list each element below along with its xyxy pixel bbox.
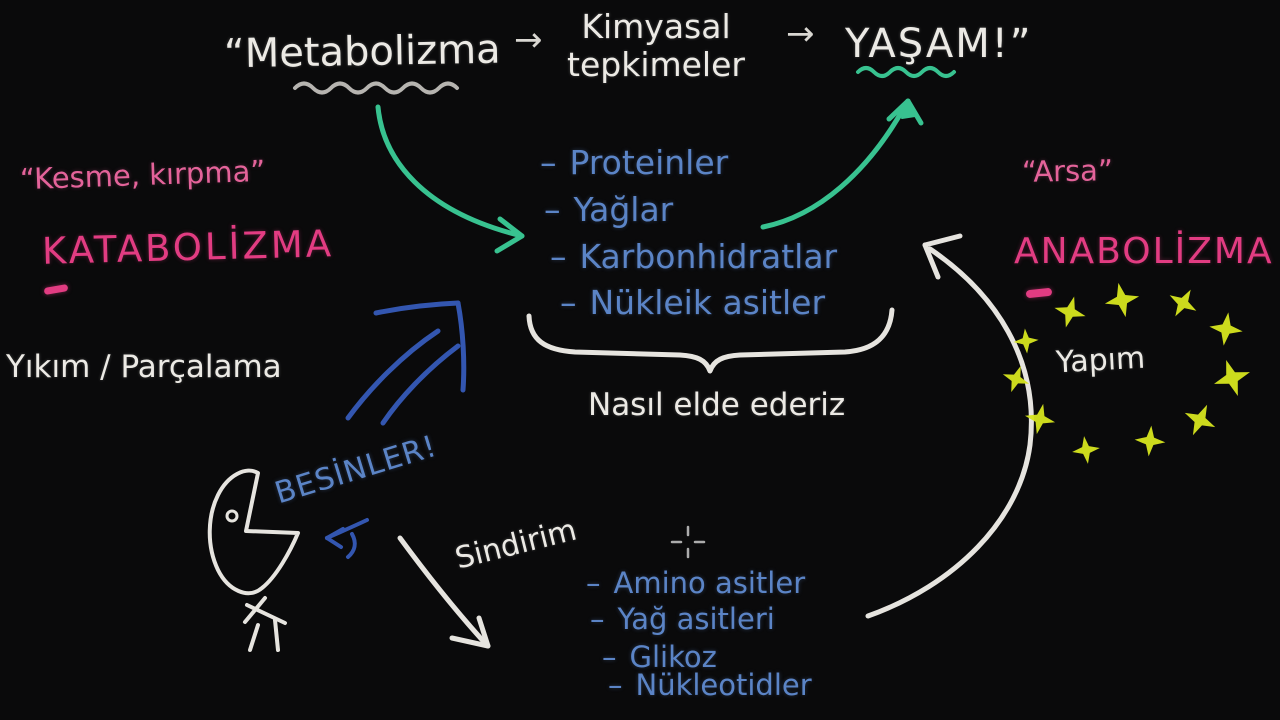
macromolecule-label: Yağlar — [573, 190, 674, 229]
list-dash: – — [608, 668, 623, 702]
green-arrow-metabolizma-to-list — [375, 104, 525, 254]
star-icon — [1101, 279, 1143, 321]
chemical-line1: Kimyasal — [581, 7, 731, 46]
metabolizma-underline — [293, 81, 459, 95]
star-icon — [1208, 354, 1256, 402]
catabolism-quote: “Kesme, kırpma” — [19, 153, 266, 197]
monomer-label: Nükleotidler — [635, 668, 812, 702]
list-dash: – — [550, 237, 567, 276]
yasam-underline — [856, 66, 956, 78]
list-dash: – — [560, 283, 577, 322]
white-curved-arrow-monomers-to-list — [865, 233, 1034, 619]
catabolism-underline-mark — [43, 283, 69, 296]
list-dash: – — [544, 190, 561, 229]
star-icon — [1021, 400, 1059, 438]
anabolism-title: ANABOLİZMA — [1014, 231, 1274, 272]
list-dash: – — [590, 602, 605, 636]
macromolecule-item: – Proteinler — [540, 143, 728, 182]
arrow-right-icon: → — [786, 14, 815, 54]
star-icon — [1161, 281, 1205, 325]
star-icon — [1070, 434, 1102, 466]
crosshair-cursor — [670, 525, 706, 559]
anabolism-quote: “Arsa” — [1021, 153, 1114, 189]
macromolecule-label: Nükleik asitler — [589, 283, 826, 322]
blue-arrow-up-right — [345, 300, 467, 426]
how-we-obtain-caption: Nasıl elde ederiz — [588, 387, 846, 423]
blue-arrow-to-mouth — [325, 518, 369, 559]
catabolism-subtitle: Yıkım / Parçalama — [6, 349, 282, 385]
green-arrow-list-to-yasam — [760, 98, 924, 230]
monomer-item: – Yağ asitleri — [590, 602, 775, 636]
star-icon — [1050, 292, 1090, 332]
star-icon — [1207, 310, 1245, 348]
food-label: BESİNLER! — [270, 428, 442, 512]
yasam-title: YAŞAM!” — [845, 21, 1033, 67]
macromolecule-item: – Karbonhidratlar — [550, 237, 837, 276]
list-dash: – — [540, 143, 557, 182]
chemical-reactions-label: Kimyasal tepkimeler — [558, 8, 754, 84]
star-icon — [1177, 397, 1223, 443]
anabolism-subtitle: Yapım — [1055, 340, 1147, 381]
metabolizma-title: “Metabolizma — [223, 26, 501, 78]
anabolism-underline-mark — [1025, 287, 1053, 299]
catabolism-title: KATABOLİZMA — [41, 222, 335, 273]
monomer-item: – Glikoz — [602, 640, 717, 674]
arrow-right-icon: → — [514, 20, 543, 60]
monomer-item: – Nükleotidler — [608, 668, 812, 702]
macromolecule-item: – Yağlar — [544, 190, 673, 229]
star-icon — [1133, 424, 1167, 458]
monomer-label: Amino asitler — [613, 566, 806, 600]
macromolecule-item: – Nükleik asitler — [560, 283, 825, 322]
star-icon — [998, 361, 1034, 397]
monomer-item: – Amino asitler — [586, 566, 805, 600]
monomer-label: Glikoz — [629, 640, 717, 674]
eye-icon — [225, 509, 239, 523]
list-dash: – — [586, 566, 601, 600]
macromolecule-label: Proteinler — [569, 143, 729, 182]
digestion-label: Sindirim — [451, 512, 581, 577]
macromolecule-label: Karbonhidratlar — [579, 237, 838, 276]
star-icon — [1012, 327, 1040, 355]
list-dash: – — [602, 640, 617, 674]
chemical-line2: tepkimeler — [567, 45, 745, 84]
monomer-label: Yağ asitleri — [617, 602, 775, 636]
